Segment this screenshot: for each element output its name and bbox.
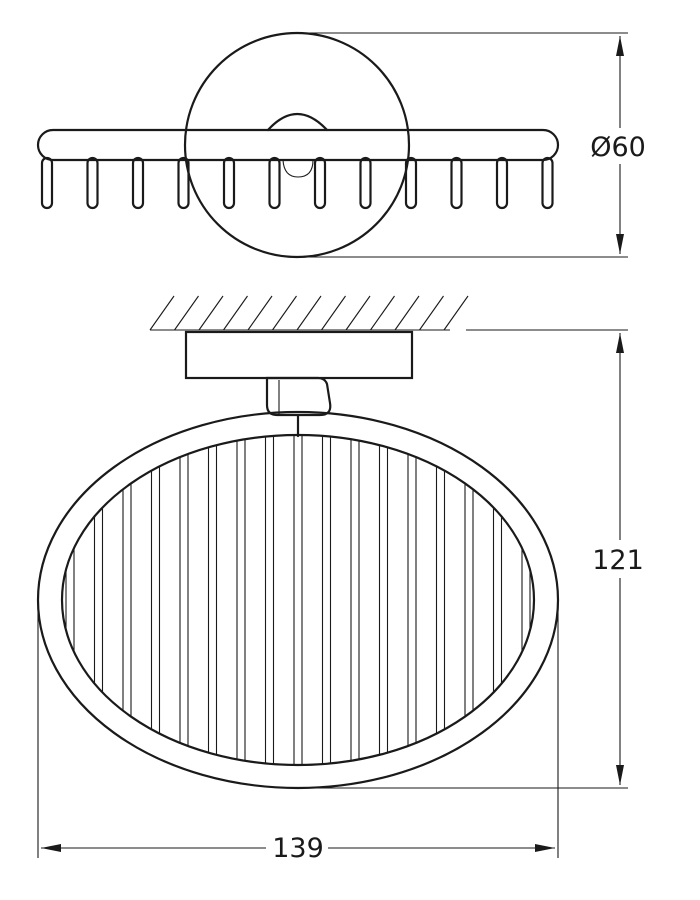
hatch-line: [272, 295, 297, 331]
hatch-line: [296, 295, 322, 331]
basket-prong: [495, 156, 509, 210]
dimension-width: 139: [37, 600, 559, 866]
height-label: 121: [592, 545, 644, 576]
basket-prong: [313, 156, 327, 210]
basket-prong: [40, 156, 54, 210]
ring-inner: [60, 433, 536, 767]
front-view: [36, 295, 560, 790]
hatch-line: [223, 295, 248, 331]
basket-prong: [222, 156, 236, 210]
basket-wires: [65, 435, 531, 765]
basket-prong: [131, 156, 145, 210]
wall-hatching: [149, 295, 469, 331]
hatch-line: [394, 295, 420, 331]
hatch-line: [419, 295, 444, 331]
basket-prong: [359, 156, 372, 210]
basket-rail: [36, 128, 560, 162]
dimension-height: 121: [300, 329, 655, 789]
hatch-line: [198, 295, 224, 331]
wall-mount-base: [184, 330, 414, 380]
hatch-line: [370, 295, 395, 331]
hatch-line: [174, 295, 199, 331]
hatch-line: [149, 295, 175, 331]
basket-prong: [450, 156, 463, 210]
hatch-line: [247, 295, 273, 331]
basket-prong: [86, 156, 99, 210]
width-label: 139: [272, 833, 324, 864]
dimension-diameter: Ø60: [300, 32, 650, 258]
ring-outer: [36, 410, 560, 790]
hatch-line: [443, 295, 469, 331]
top-view: [36, 31, 560, 259]
basket-prong: [541, 156, 554, 210]
hatch-line: [321, 295, 346, 331]
arm-connector: [266, 113, 329, 132]
basket-prong: [268, 156, 281, 210]
basket-prong: [404, 156, 418, 210]
basket-prong: [177, 156, 190, 210]
diameter-label: Ø60: [590, 132, 646, 163]
wall-flange-circle: [183, 31, 411, 259]
mount-clip: [265, 376, 332, 417]
basket-prongs: [40, 156, 554, 210]
arm-connector-hook: [282, 159, 314, 178]
hatch-line: [345, 295, 371, 331]
